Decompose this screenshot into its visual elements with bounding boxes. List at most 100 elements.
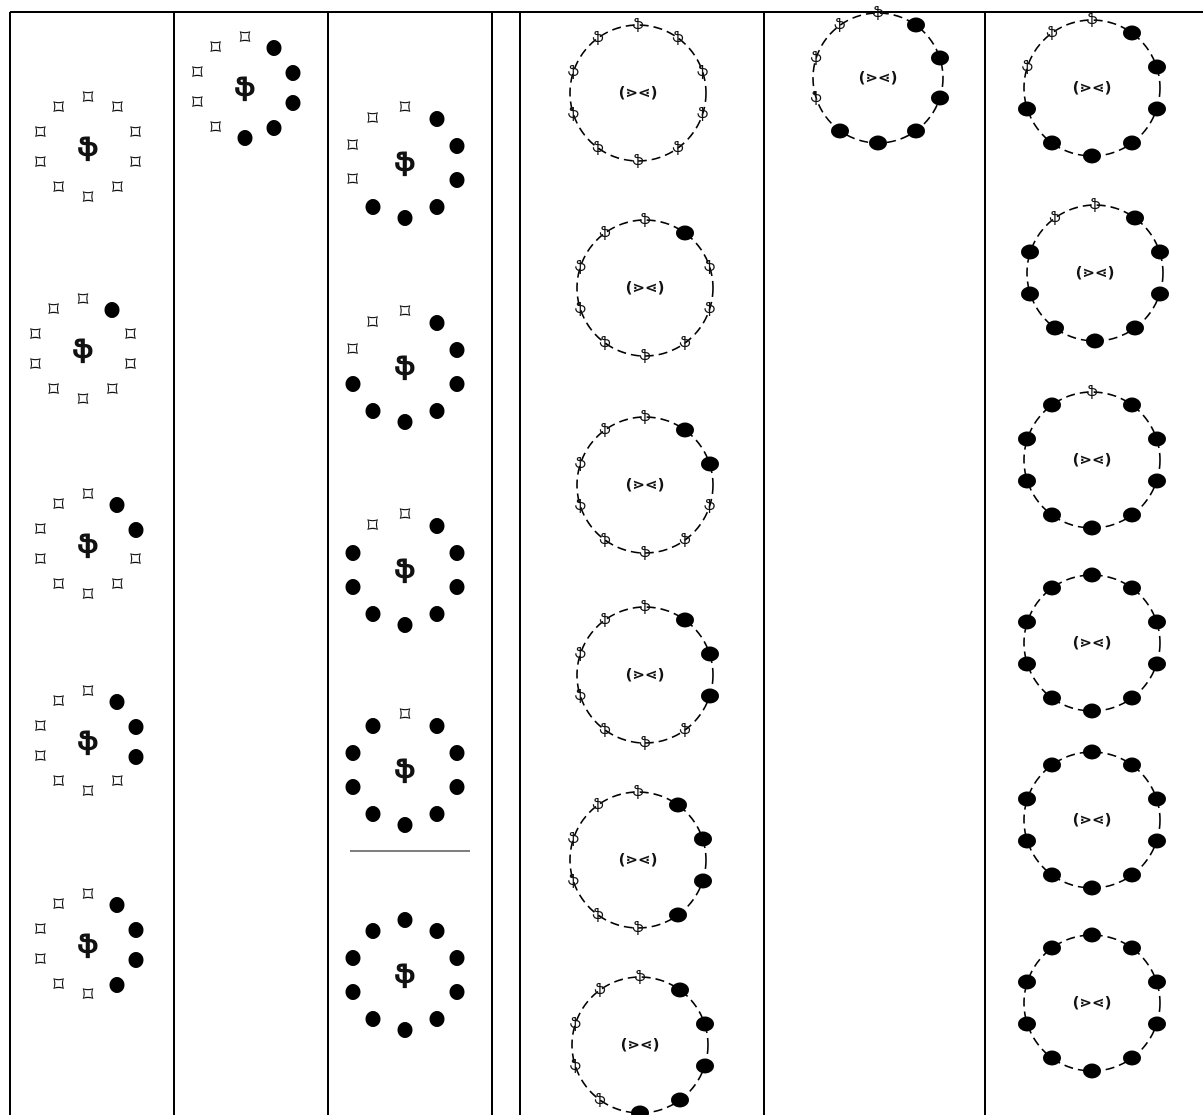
filled-dot	[1148, 657, 1166, 672]
glyph-marker: ֆ	[575, 499, 586, 513]
filled-dot	[1043, 136, 1061, 151]
center-glyph: ֆ	[77, 932, 98, 958]
filled-dot	[676, 225, 694, 240]
col-3-ring-4: ֆ⌑	[305, 670, 505, 870]
empty-marker: ⌑	[192, 62, 203, 83]
empty-marker: ⌑	[48, 380, 59, 401]
filled-dot	[128, 719, 143, 735]
glyph-marker: ֆ	[594, 983, 605, 997]
filled-dot	[1123, 136, 1141, 151]
glyph-marker: ֆ	[575, 647, 586, 661]
glyph-marker: ֆ	[599, 723, 610, 737]
glyph-marker: ֆ	[811, 91, 822, 105]
filled-dot	[1148, 431, 1166, 446]
glyph-marker: ֆ	[599, 613, 610, 627]
filled-dot	[907, 18, 925, 33]
glyph-marker: ֆ	[632, 154, 643, 168]
filled-dot	[398, 817, 413, 833]
filled-dot	[1018, 474, 1036, 489]
filled-dot	[631, 1106, 649, 1115]
filled-dot	[669, 797, 687, 812]
col-3-ring-5: ֆ	[305, 875, 505, 1075]
filled-dot	[238, 130, 253, 146]
empty-marker: ⌑	[35, 519, 46, 540]
empty-marker: ⌑	[210, 118, 221, 139]
glyph-marker: ֆ	[811, 51, 822, 65]
glyph-marker: ֆ	[639, 410, 650, 424]
filled-dot	[450, 138, 465, 154]
filled-dot	[285, 95, 300, 111]
center-symbol: (⋗⋖)	[1076, 266, 1115, 281]
filled-dot	[671, 1093, 689, 1108]
center-symbol: (⋗⋖)	[619, 86, 658, 101]
glyph-marker: ֆ	[679, 533, 690, 547]
filled-dot	[285, 65, 300, 81]
glyph-marker: ֆ	[679, 723, 690, 737]
filled-dot	[694, 874, 712, 889]
filled-dot	[345, 984, 360, 1000]
glyph-marker: ֆ	[570, 1017, 581, 1031]
glyph-marker: ֆ	[568, 874, 579, 888]
col-3-ring-2: ֆ⌑⌑⌑	[305, 267, 505, 467]
empty-marker: ⌑	[35, 747, 46, 768]
filled-dot	[1018, 834, 1036, 849]
filled-dot	[1018, 791, 1036, 806]
filled-dot	[1043, 580, 1061, 595]
filled-dot	[365, 923, 380, 939]
col-6-ring-1: (⋗⋖)ֆֆֆ	[992, 0, 1192, 188]
glyph-marker: ֆ	[575, 260, 586, 274]
glyph-marker: ֆ	[568, 65, 579, 79]
center-symbol: (⋗⋖)	[619, 853, 658, 868]
ring-outline	[778, 0, 978, 178]
filled-dot	[1083, 1064, 1101, 1079]
filled-dot	[1043, 940, 1061, 955]
filled-dot	[1151, 287, 1169, 302]
empty-marker: ⌑	[48, 299, 59, 320]
glyph-marker: ֆ	[568, 832, 579, 846]
filled-dot	[430, 806, 445, 822]
filled-dot	[1123, 508, 1141, 523]
empty-marker: ⌑	[125, 355, 136, 376]
filled-dot	[110, 977, 125, 993]
filled-dot	[1083, 881, 1101, 896]
filled-dot	[430, 518, 445, 534]
filled-dot	[450, 376, 465, 392]
filled-dot	[1123, 757, 1141, 772]
filled-dot	[450, 950, 465, 966]
empty-marker: ⌑	[130, 550, 141, 571]
col-1-ring-4: ֆ⌑⌑⌑⌑⌑⌑⌑	[0, 642, 188, 842]
empty-marker: ⌑	[53, 494, 64, 515]
col-6-ring-5: (⋗⋖)	[992, 720, 1192, 920]
empty-marker: ⌑	[400, 705, 411, 726]
filled-dot	[365, 1011, 380, 1027]
filled-dot	[430, 315, 445, 331]
filled-dot	[430, 403, 445, 419]
filled-dot	[1021, 244, 1039, 259]
filled-dot	[345, 950, 360, 966]
filled-dot	[1123, 397, 1141, 412]
filled-dot	[365, 199, 380, 215]
filled-dot	[1018, 657, 1036, 672]
glyph-marker: ֆ	[599, 533, 610, 547]
col-1-ring-5: ֆ⌑⌑⌑⌑⌑⌑	[0, 845, 188, 1045]
filled-dot	[430, 718, 445, 734]
filled-dot	[1018, 102, 1036, 117]
empty-marker: ⌑	[30, 355, 41, 376]
filled-dot	[450, 545, 465, 561]
glyph-marker: ֆ	[639, 546, 650, 560]
filled-dot	[430, 923, 445, 939]
filled-dot	[1148, 59, 1166, 74]
glyph-marker: ֆ	[679, 336, 690, 350]
glyph-marker: ֆ	[639, 600, 650, 614]
glyph-marker: ֆ	[639, 349, 650, 363]
filled-dot	[1148, 791, 1166, 806]
center-glyph: ֆ	[394, 150, 415, 176]
glyph-marker: ֆ	[592, 31, 603, 45]
glyph-marker: ֆ	[634, 970, 645, 984]
empty-marker: ⌑	[367, 108, 378, 129]
col-3-ring-3: ֆ⌑⌑	[305, 470, 505, 670]
center-glyph: ֆ	[77, 135, 98, 161]
